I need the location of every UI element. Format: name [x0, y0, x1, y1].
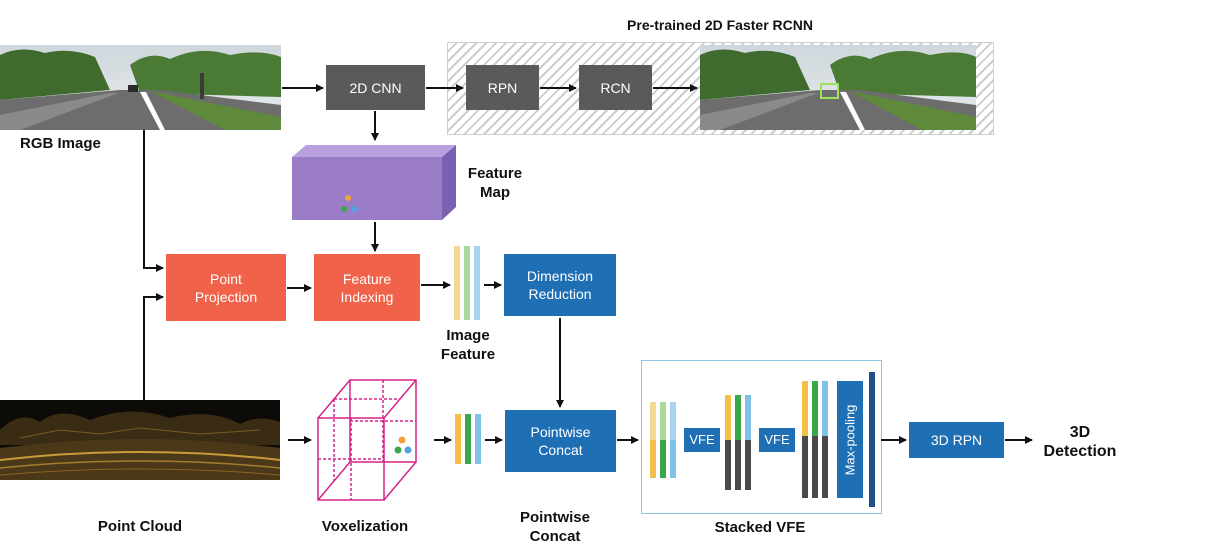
- faster-rcnn-caption: Pre-trained 2D Faster RCNN: [627, 17, 813, 33]
- feature-map-caption: Feature Map: [467, 165, 523, 201]
- pointwise-concat-box: Pointwise Concat: [505, 410, 616, 472]
- stacked-vfe-caption: Stacked VFE: [714, 519, 806, 536]
- rpn3d-box: 3D RPN: [909, 422, 1004, 458]
- vfe-input-bars: [650, 402, 676, 478]
- feature-indexing-box: Feature Indexing: [314, 254, 420, 321]
- dimension-reduction-box: Dimension Reduction: [504, 254, 616, 316]
- rgb-image-photo: [0, 45, 281, 130]
- rcn-box: RCN: [579, 65, 652, 110]
- vfe-mid-bars: [725, 395, 751, 490]
- max-pooling-box: Max-pooling: [837, 381, 863, 498]
- vfe-1-box: VFE: [684, 428, 720, 452]
- image-feature-caption: Image Feature: [440, 327, 496, 363]
- detection-result-photo: [700, 45, 976, 130]
- vfe-output-bars: [802, 381, 828, 498]
- voxel-grid: [317, 379, 417, 501]
- stacked-vfe-region: [641, 360, 882, 514]
- rgb-image-caption: RGB Image: [20, 135, 101, 152]
- feature-map-cuboid: [292, 145, 456, 220]
- pooled-feature-bar: [869, 372, 875, 507]
- point-cloud-image: [0, 400, 281, 480]
- voxelization-caption: Voxelization: [321, 518, 409, 535]
- image-feature-bars: [454, 246, 480, 320]
- detection-3d-caption: 3D Detection: [1043, 424, 1117, 460]
- point-cloud-caption: Point Cloud: [97, 518, 183, 535]
- vfe-2-box: VFE: [759, 428, 795, 452]
- voxel-feature-bars: [455, 414, 481, 464]
- rpn-box: RPN: [466, 65, 539, 110]
- point-projection-box: Point Projection: [166, 254, 286, 321]
- pointwise-concat-caption: Pointwise Concat: [519, 509, 590, 545]
- cnn2d-box: 2D CNN: [326, 65, 425, 110]
